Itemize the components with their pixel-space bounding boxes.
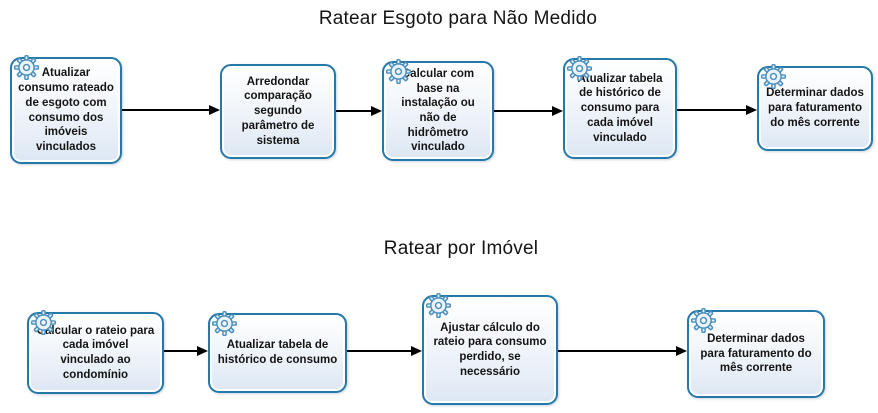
node-atualizar-tabela-historico-vinculado: Atualizar tabela de histórico de consumo… [563, 55, 677, 159]
node-label: Ajustar cálculo do rateio para consumo p… [433, 321, 547, 378]
node-arredondar-comparacao: Arredondar comparação segundo parâmetro … [220, 64, 336, 159]
flow-arrow [677, 105, 757, 115]
gear-icon [690, 307, 717, 334]
gear-icon [425, 292, 452, 319]
node-atualizar-tabela-historico: Atualizar tabela de histórico de consumo [208, 310, 347, 393]
node-calcular-com-base-instalacao: Calcular com base na instalação ou não d… [382, 58, 494, 161]
node-atualizar-consumo-rateado: Atualizar consumo rateado de esgoto com … [10, 54, 122, 164]
flow-arrow [164, 346, 208, 356]
node-calcular-rateio-condominio: Calcular o rateio para cada imóvel vincu… [27, 309, 164, 394]
gear-icon [211, 310, 238, 337]
node-ajustar-calculo-rateio: Ajustar cálculo do rateio para consumo p… [422, 292, 558, 405]
flow-arrow [558, 346, 687, 356]
flow-arrow [122, 105, 220, 115]
node-label: Atualizar tabela de histórico de consumo… [577, 72, 663, 144]
flow-arrow [494, 106, 563, 116]
flow-arrow [347, 346, 422, 356]
node-label: Determinar dados para faturamento do mês… [700, 332, 812, 375]
node-determinar-dados-faturamento-1: Determinar dados para faturamento do mês… [757, 63, 873, 151]
node-label: Atualizar tabela de histórico de consumo [217, 339, 338, 366]
flow-arrow [336, 106, 382, 116]
node-label: Calcular o rateio para cada imóvel vincu… [36, 324, 155, 381]
node-label: Calcular com base na instalação ou não d… [401, 67, 475, 154]
node-determinar-dados-faturamento-2: Determinar dados para faturamento do mês… [687, 307, 825, 398]
flow2-title: Ratear por Imóvel [383, 238, 539, 259]
node-label: Arredondar comparação segundo parâmetro … [241, 75, 315, 147]
flow1-title: Ratear Esgoto para Não Medido [318, 8, 598, 29]
node-label: Determinar dados para faturamento do mês… [766, 87, 864, 129]
node-label: Atualizar consumo rateado de esgoto com … [18, 67, 114, 153]
